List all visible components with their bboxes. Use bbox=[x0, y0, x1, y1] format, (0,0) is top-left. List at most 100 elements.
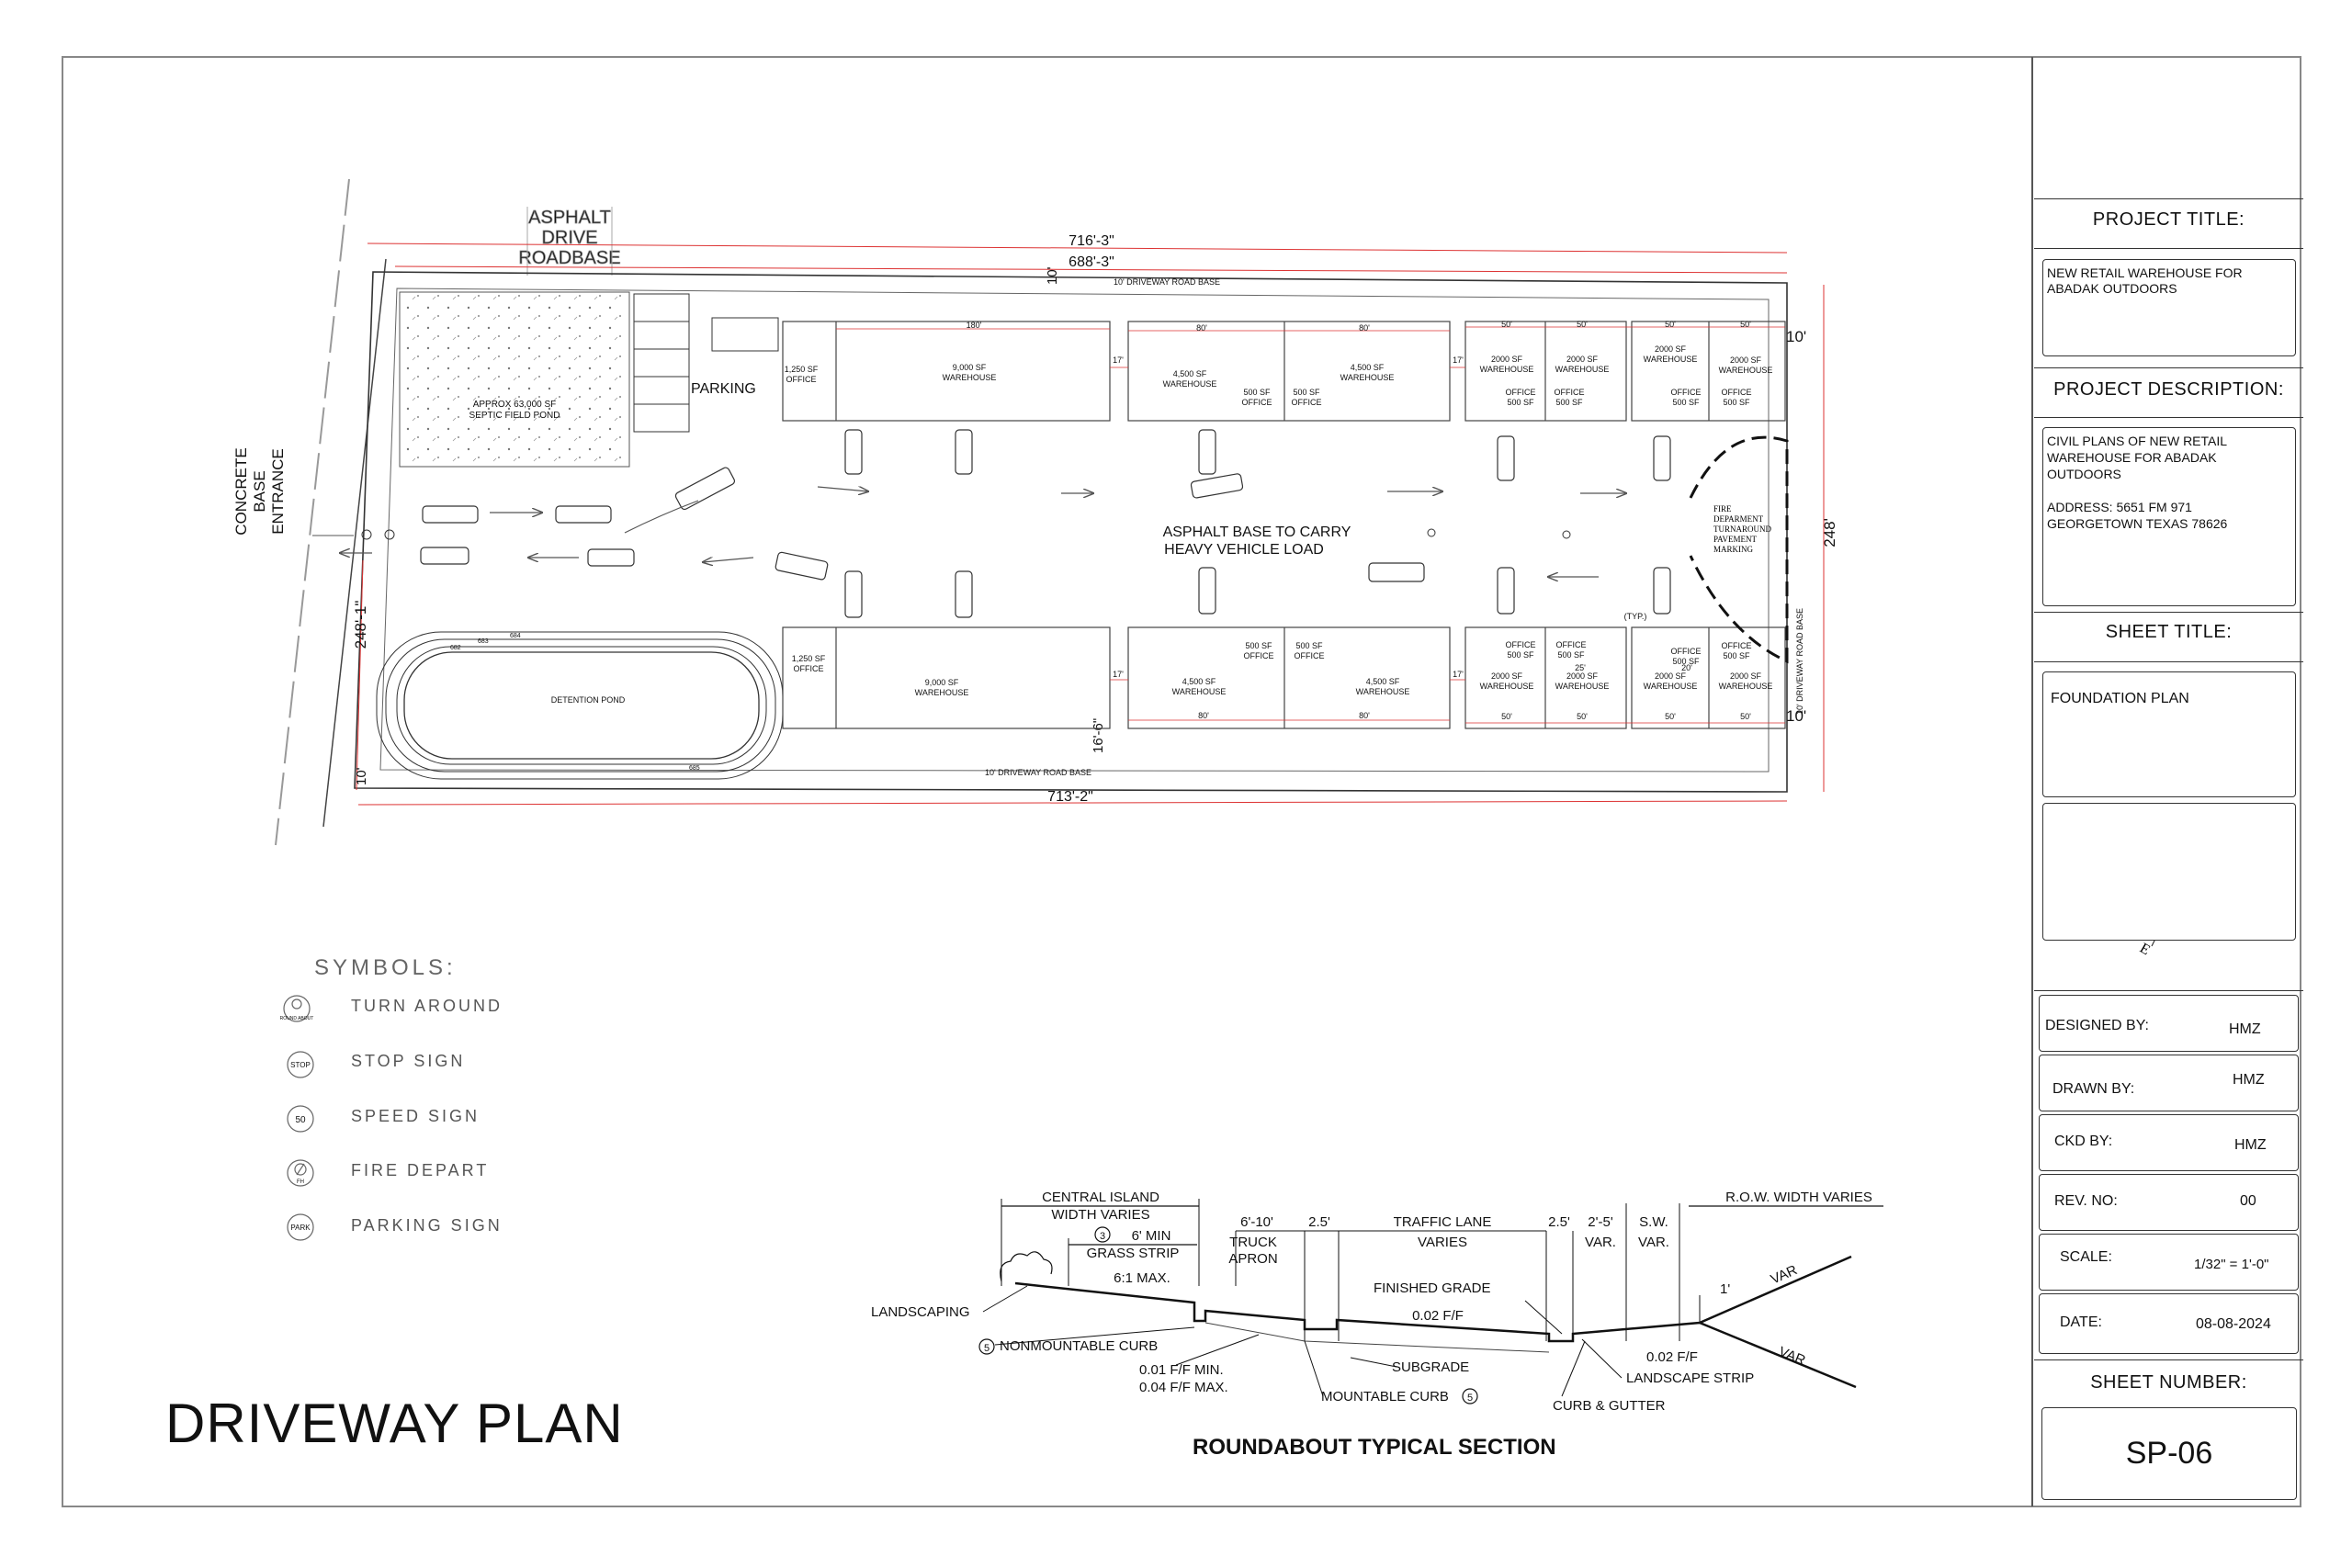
project-title-box: NEW RETAIL WAREHOUSE FOR ABADAK OUTDOORS bbox=[2042, 259, 2296, 356]
project-title-header: PROJECT TITLE: bbox=[2092, 209, 2245, 230]
dim-80-c: 80' bbox=[1198, 711, 1209, 720]
dim-50-h: 50' bbox=[1740, 712, 1751, 721]
nonmountable-curb-label: NONMOUNTABLE CURB bbox=[1000, 1338, 1158, 1354]
callout-5-a bbox=[978, 1338, 995, 1355]
wh-2000-a: 2000 SF bbox=[1491, 355, 1523, 364]
central-island-label: CENTRAL ISLAND bbox=[1042, 1190, 1159, 1205]
dim-50-f: 50' bbox=[1577, 712, 1588, 721]
ff-002-label: 0.02 F/F bbox=[1412, 1308, 1464, 1324]
svg-text:ENTRANCE: ENTRANCE bbox=[269, 448, 287, 535]
project-description-box: CIVIL PLANS OF NEW RETAIL WAREHOUSE FOR … bbox=[2042, 427, 2296, 606]
scale-label: SCALE: bbox=[2060, 1249, 2112, 1265]
ckd-by-label: CKD BY: bbox=[2054, 1134, 2113, 1149]
office-c: OFFICE bbox=[1506, 388, 1536, 397]
fire-depart-icon bbox=[287, 1159, 314, 1187]
wh-2000-d-label: WAREHOUSE bbox=[1719, 366, 1773, 375]
one-ft-label: 1' bbox=[1720, 1281, 1730, 1297]
office-500-a: 500 SF bbox=[1243, 388, 1271, 397]
dim-25-a: 25' bbox=[1575, 663, 1586, 672]
wh-2000-e: 2000 SF bbox=[1491, 671, 1523, 681]
symbol-speed-sign-label: SPEED SIGN bbox=[351, 1107, 481, 1125]
ff-min-label: 0.01 F/F MIN. bbox=[1139, 1362, 1224, 1378]
asphalt-base-label-1: ASPHALT BASE TO CARRY bbox=[1163, 525, 1351, 540]
fire-label-2: DEPARMENT bbox=[1713, 514, 1764, 524]
wh-4500-c: 4,500 SF bbox=[1182, 677, 1216, 686]
wh-4500-d-label: WAREHOUSE bbox=[1356, 687, 1410, 696]
wh-2000-b: 2000 SF bbox=[1566, 355, 1599, 364]
var-b-label: VAR bbox=[1777, 1344, 1808, 1369]
office-500-b: 500 SF bbox=[1293, 388, 1320, 397]
description-line2: WAREHOUSE FOR ABADAK bbox=[2047, 450, 2217, 465]
symbol-stop-sign-label: STOP SIGN bbox=[351, 1052, 466, 1070]
width-varies-label: WIDTH VARIES bbox=[1051, 1207, 1149, 1223]
drawn-by-label: DRAWN BY: bbox=[2052, 1081, 2135, 1097]
six-min-label: 6' MIN bbox=[1132, 1228, 1171, 1244]
sheet-title-large: DRIVEWAY PLAN bbox=[165, 1393, 624, 1454]
stop-sign-icon bbox=[287, 1051, 314, 1078]
dim-bottom: 713'-2" bbox=[1047, 789, 1093, 805]
fire-label-5: MARKING bbox=[1713, 545, 1754, 554]
typ-label: (TYP.) bbox=[1624, 612, 1647, 621]
sheet-title-value: FOUNDATION PLAN bbox=[2051, 691, 2189, 706]
dim-80-b: 80' bbox=[1359, 323, 1370, 333]
wh-4500-d: 4,500 SF bbox=[1366, 677, 1400, 686]
truck-label: TRUCK bbox=[1229, 1235, 1277, 1250]
mountable-curb-label: MOUNTABLE CURB bbox=[1321, 1389, 1449, 1404]
contour-685: 685 bbox=[689, 765, 700, 772]
traffic-lane-label: TRAFFIC LANE bbox=[1394, 1214, 1492, 1230]
sheet-number-box: SP-06 bbox=[2041, 1407, 2297, 1500]
finished-grade-label: FINISHED GRADE bbox=[1374, 1280, 1491, 1296]
traffic-arrows bbox=[312, 487, 1626, 577]
designed-by-value: HMZ bbox=[2229, 1021, 2261, 1037]
stop-glyph: STOP bbox=[290, 1061, 311, 1069]
speed-sign-icon bbox=[287, 1105, 314, 1133]
driveway-boundary bbox=[379, 288, 1770, 773]
wh-2000-h-label: WAREHOUSE bbox=[1719, 682, 1773, 691]
scale-value: 1/32" = 1'-0" bbox=[2194, 1257, 2269, 1272]
office-500-d: 500 SF bbox=[1295, 641, 1323, 650]
wh-2000-c: 2000 SF bbox=[1655, 344, 1687, 354]
callout-5b-text: 5 bbox=[1467, 1393, 1473, 1404]
dim-10-right-bottom: 10' bbox=[1786, 707, 1806, 725]
curb-gutter-label: CURB & GUTTER bbox=[1553, 1398, 1666, 1414]
row-width-label: R.O.W. WIDTH VARIES bbox=[1725, 1190, 1872, 1205]
driveway-road-base-bottom: 10' DRIVEWAY ROAD BASE bbox=[985, 768, 1091, 777]
svg-text:BASE: BASE bbox=[251, 470, 268, 512]
callout-5-b bbox=[1462, 1388, 1478, 1404]
septic-field-pond bbox=[399, 291, 630, 468]
project-description-header: PROJECT DESCRIPTION: bbox=[2053, 379, 2284, 400]
grass-strip-label: GRASS STRIP bbox=[1087, 1246, 1180, 1261]
landscaping-label: LANDSCAPING bbox=[871, 1304, 970, 1320]
dim-10-left: 10' bbox=[354, 767, 369, 785]
dim-top-inner: 688'-3" bbox=[1069, 254, 1114, 270]
rev-box: REV. NO: 00 bbox=[2039, 1174, 2299, 1231]
var-dot-label: VAR. bbox=[1585, 1235, 1616, 1250]
six-one-max-label: 6:1 MAX. bbox=[1114, 1270, 1170, 1286]
compass-box bbox=[2042, 803, 2296, 941]
ff-002-b-label: 0.02 F/F bbox=[1646, 1349, 1698, 1365]
wh-2000-f: 2000 SF bbox=[1566, 671, 1599, 681]
dim-80-d: 80' bbox=[1359, 711, 1370, 720]
dim-50-g: 50' bbox=[1665, 712, 1676, 721]
office-1250-bottom: 1,250 SF bbox=[792, 654, 826, 663]
dim-17-c: 17' bbox=[1453, 355, 1464, 365]
office-500-a-label: OFFICE bbox=[1242, 398, 1272, 407]
dim-50-a: 50' bbox=[1501, 320, 1512, 329]
septic-label-2: SEPTIC FIELD POND bbox=[469, 411, 560, 421]
turn-around-icon bbox=[283, 995, 311, 1022]
contour-683: 683 bbox=[478, 638, 489, 645]
parking-stalls bbox=[633, 293, 779, 433]
symbol-fire-depart-label: FIRE DEPART bbox=[351, 1161, 490, 1179]
parking-label: PARKING bbox=[691, 381, 756, 397]
address-line2: GEORGETOWN TEXAS 78626 bbox=[2047, 516, 2228, 531]
dim-17-d: 17' bbox=[1453, 670, 1464, 679]
section-title: ROUNDABOUT TYPICAL SECTION bbox=[1193, 1435, 1556, 1460]
rev-value: 00 bbox=[2240, 1193, 2256, 1209]
ckd-by-value: HMZ bbox=[2234, 1137, 2267, 1153]
wh-9000-label-bottom: WAREHOUSE bbox=[915, 688, 969, 697]
asphalt-drive-label-3: ROADBASE bbox=[518, 248, 620, 268]
wh-2000-g-label: WAREHOUSE bbox=[1644, 682, 1698, 691]
office-i: OFFICE bbox=[1671, 647, 1702, 656]
site-plan: ASPHALT DRIVE ROADBASE CONCRETE BASE ENT… bbox=[232, 178, 1838, 846]
septic-label-1: APPROX 63,000 SF bbox=[473, 400, 557, 410]
